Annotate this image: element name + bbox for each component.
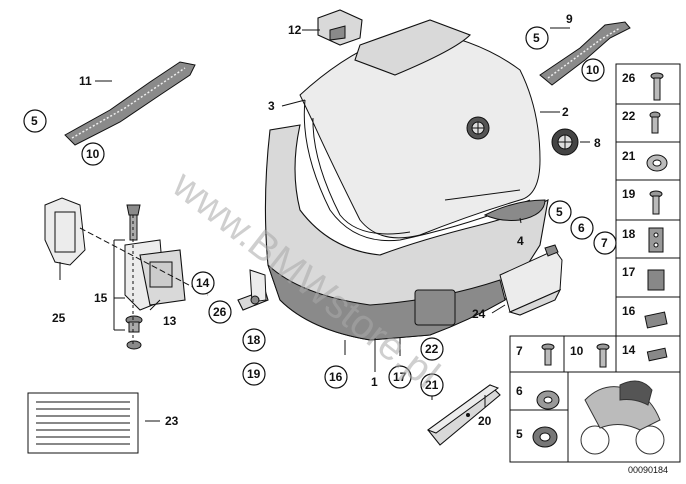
label-20: 20 (478, 414, 492, 428)
top-case-body (237, 19, 549, 341)
label-15: 15 (94, 291, 108, 305)
clip-18-icon (648, 227, 664, 253)
label-10-b: 10 (86, 147, 100, 161)
label-23: 23 (165, 414, 179, 428)
screw-26-icon (650, 72, 664, 101)
label-26-b: 26 (622, 71, 636, 85)
pad-14-icon (646, 347, 668, 362)
motorcycle-thumbnail-icon (580, 380, 665, 455)
label-19-b: 19 (622, 187, 636, 201)
label-5-b: 5 (31, 114, 38, 128)
label-14-b: 14 (622, 343, 636, 357)
label-21-b: 21 (622, 149, 636, 163)
screw-19-icon (649, 190, 663, 215)
label-5-a: 5 (533, 31, 540, 45)
label-7-a: 7 (601, 236, 608, 250)
emblem-part (551, 128, 579, 156)
parts-grid-bottom (509, 335, 681, 463)
label-13: 13 (163, 314, 177, 328)
rivet-22-icon (649, 111, 661, 134)
part-13-holder (79, 204, 209, 350)
label-12: 12 (288, 23, 302, 37)
label-5-d: 5 (516, 427, 523, 441)
label-18-b: 18 (622, 227, 636, 241)
part-9-strip (539, 21, 631, 86)
label-10-c: 10 (570, 344, 584, 358)
part-25-plate (44, 197, 86, 266)
label-8: 8 (594, 136, 601, 150)
part-23-label (27, 392, 139, 454)
washer-6-icon (536, 390, 560, 410)
label-6-b: 6 (516, 384, 523, 398)
label-14-a: 14 (196, 276, 210, 290)
label-6-a: 6 (578, 221, 585, 235)
label-texts: 12 9 5 10 11 5 10 3 2 8 5 6 7 4 14 26 15… (31, 12, 636, 441)
label-16-a: 16 (329, 370, 343, 384)
footer-code: 00090184 (628, 465, 668, 475)
screw-7-icon (541, 343, 555, 366)
label-5-c: 5 (556, 205, 563, 219)
label-22-a: 22 (425, 342, 439, 356)
label-25: 25 (52, 311, 66, 325)
label-18-a: 18 (247, 333, 261, 347)
part-11-strip (64, 61, 196, 146)
label-11: 11 (79, 74, 92, 88)
leader-lines (59, 27, 590, 422)
callouts (23, 26, 617, 397)
label-22-b: 22 (622, 109, 636, 123)
part-24-tray (499, 244, 563, 316)
label-26-a: 26 (213, 305, 227, 319)
pad-16-icon (644, 311, 668, 329)
label-10-a: 10 (586, 63, 600, 77)
label-1: 1 (371, 375, 378, 389)
label-17-b: 17 (622, 265, 636, 279)
label-3: 3 (268, 99, 275, 113)
label-17-a: 17 (393, 370, 407, 384)
label-16-b: 16 (622, 304, 636, 318)
washer-21-icon (646, 154, 668, 172)
label-19-a: 19 (247, 367, 261, 381)
label-7-b: 7 (516, 344, 523, 358)
screw-10-icon (596, 343, 610, 368)
label-9: 9 (566, 12, 573, 26)
bmw-emblem (466, 116, 490, 140)
pad-17-icon (647, 269, 665, 291)
label-24: 24 (472, 307, 486, 321)
label-4: 4 (517, 234, 524, 248)
label-21-a: 21 (425, 378, 439, 392)
label-2: 2 (562, 105, 569, 119)
grommet-5-icon (532, 426, 558, 448)
part-12-clip (317, 9, 363, 46)
part-20-cover (426, 384, 501, 446)
